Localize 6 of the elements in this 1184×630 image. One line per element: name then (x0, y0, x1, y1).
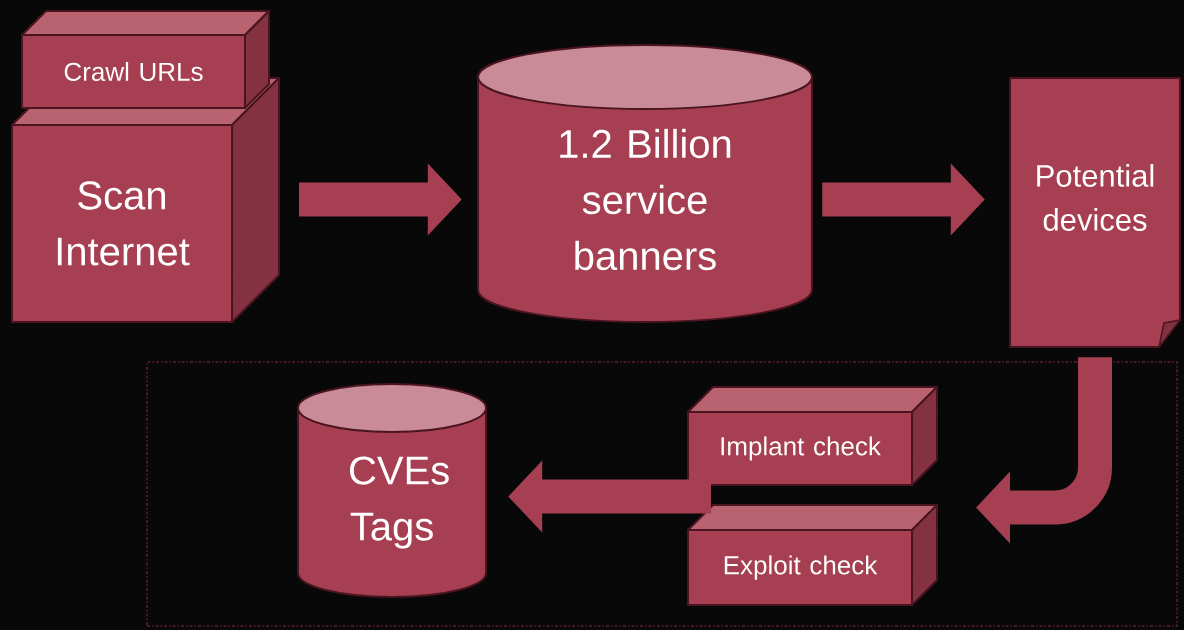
dashed-region (146, 361, 1178, 627)
cube-box: Crawl URLs (21, 10, 270, 109)
cube-box: Exploit check (687, 504, 938, 606)
database-cylinder: CVEs Tags (297, 383, 487, 598)
database-cylinder: 1.2 Billion service banners (477, 44, 813, 323)
cube-box: Implant check (687, 386, 938, 486)
